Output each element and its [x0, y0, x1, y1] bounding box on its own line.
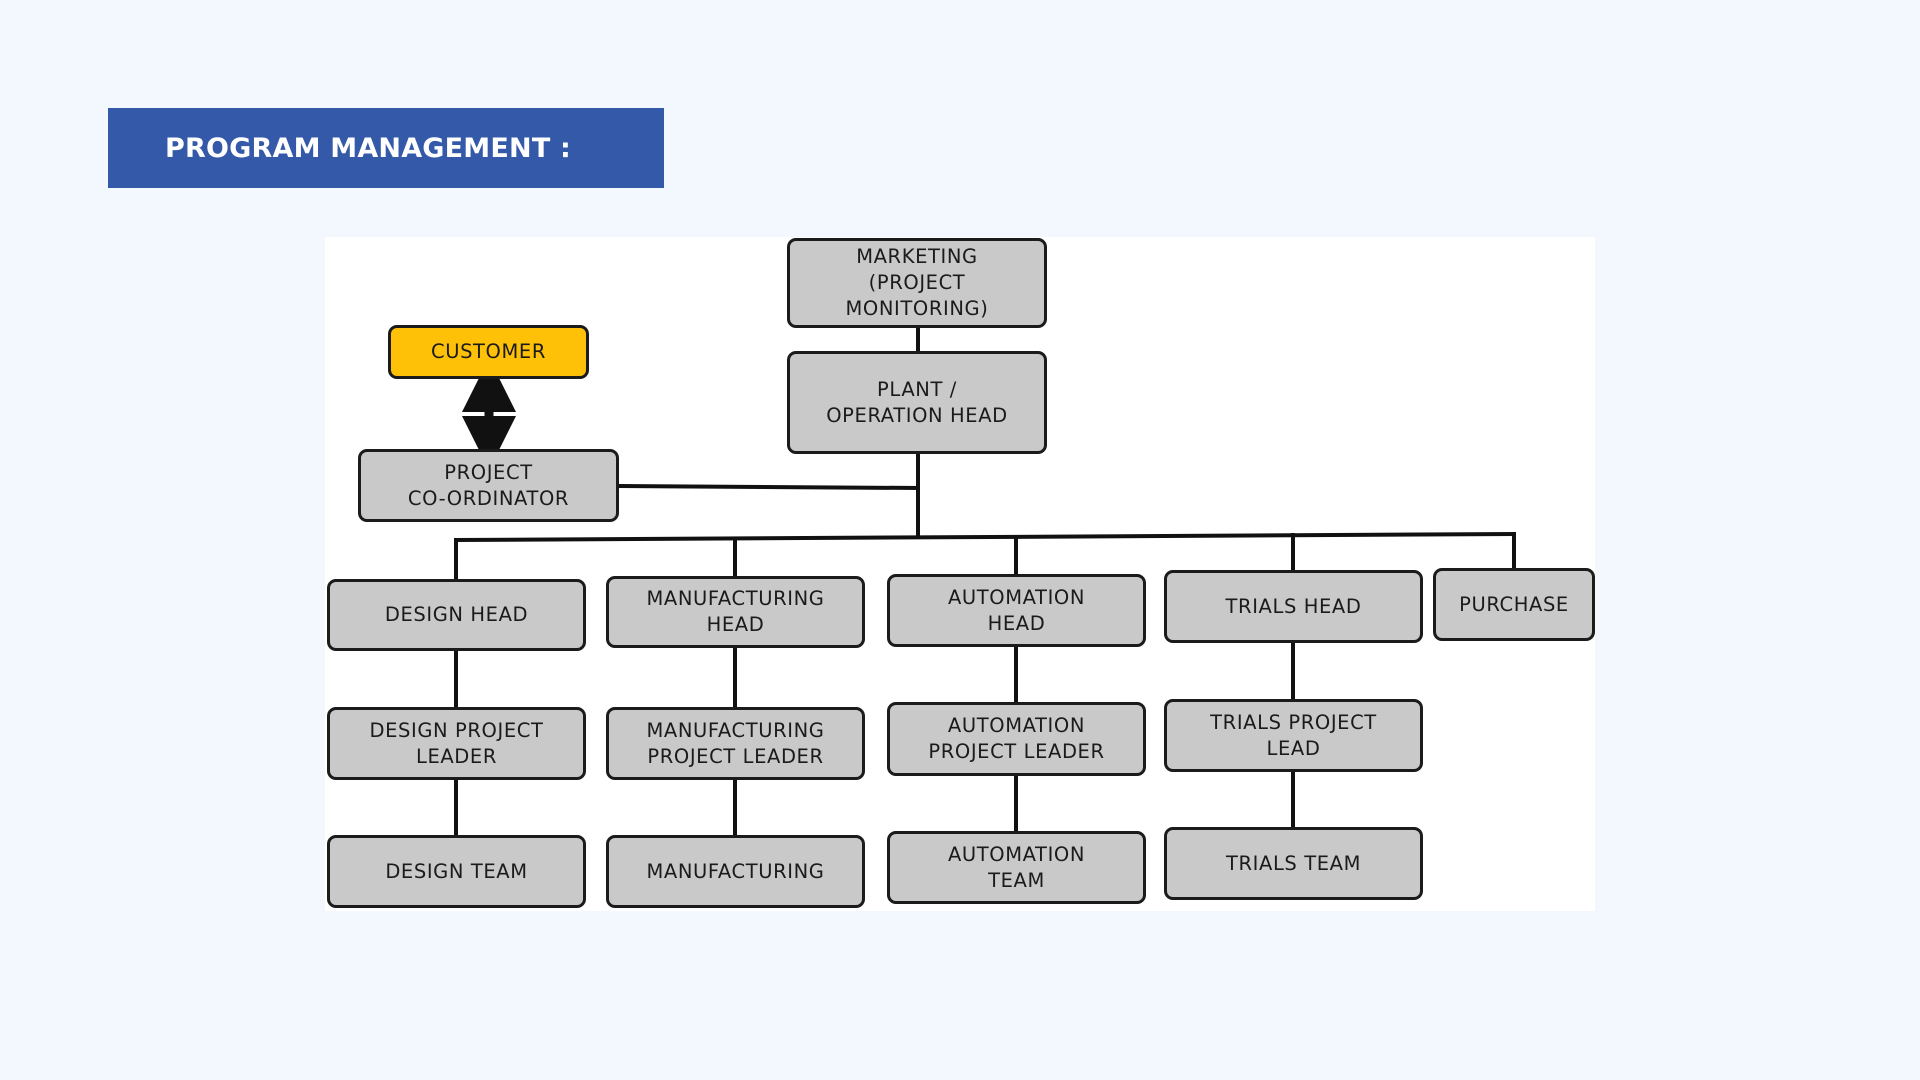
- connector-bus: [453, 531, 1517, 543]
- node-automation-head-label: AUTOMATION HEAD: [947, 585, 1086, 635]
- org-chart-connectors: [453, 325, 1517, 837]
- page-title: PROGRAM MANAGEMENT :: [165, 132, 572, 164]
- node-design-head: DESIGN HEAD: [327, 579, 586, 651]
- node-marketing-label: MARKETING (PROJECT MONITORING): [845, 245, 989, 320]
- node-purchase-label: PURCHASE: [1459, 592, 1569, 616]
- node-project-coordinator-label: PROJECT CO-ORDINATOR: [407, 460, 570, 510]
- node-trials-project-lead-label: TRIALS PROJECT LEAD: [1210, 710, 1377, 760]
- node-trials-head: TRIALS HEAD: [1164, 570, 1423, 643]
- node-automation-head: AUTOMATION HEAD: [887, 574, 1146, 647]
- node-trials-head-label: TRIALS HEAD: [1225, 594, 1362, 618]
- node-design-project-leader: DESIGN PROJECT LEADER: [327, 707, 586, 780]
- node-manufacturing-project-leader: MANUFACTURING PROJECT LEADER: [606, 707, 865, 780]
- node-automation-project-leader: AUTOMATION PROJECT LEADER: [887, 702, 1146, 776]
- node-trials-team-label: TRIALS TEAM: [1226, 851, 1361, 875]
- node-design-head-label: DESIGN HEAD: [384, 603, 529, 626]
- org-chart: MARKETING (PROJECT MONITORING) PLANT / O…: [325, 237, 1595, 911]
- node-trials-project-lead: TRIALS PROJECT LEAD: [1164, 699, 1423, 772]
- node-purchase: PURCHASE: [1433, 568, 1595, 641]
- node-design-project-leader-label: DESIGN PROJECT LEADER: [369, 718, 544, 768]
- section-title-bar: PROGRAM MANAGEMENT :: [108, 108, 664, 188]
- node-plant-head-label: PLANT / OPERATION HEAD: [826, 377, 1008, 427]
- node-manufacturing-team-label: MANUFACTURING: [646, 859, 825, 883]
- node-manufacturing-project-leader-label: MANUFACTURING PROJECT LEADER: [646, 718, 825, 768]
- node-trials-team: TRIALS TEAM: [1164, 827, 1423, 900]
- node-automation-team-label: AUTOMATION TEAM: [947, 842, 1086, 892]
- node-design-team-label: DESIGN TEAM: [385, 859, 528, 883]
- node-marketing: MARKETING (PROJECT MONITORING): [787, 238, 1047, 328]
- node-manufacturing-head-label: MANUFACTURING HEAD: [646, 587, 825, 636]
- node-customer-label: CUSTOMER: [430, 340, 547, 363]
- node-automation-project-leader-label: AUTOMATION PROJECT LEADER: [928, 714, 1105, 763]
- node-customer: CUSTOMER: [388, 325, 589, 379]
- node-project-coordinator: PROJECT CO-ORDINATOR: [358, 449, 619, 522]
- node-plant-head: PLANT / OPERATION HEAD: [787, 351, 1047, 454]
- connector-coordinator-trunk: [616, 483, 921, 491]
- node-automation-team: AUTOMATION TEAM: [887, 831, 1146, 904]
- node-manufacturing-team: MANUFACTURING: [606, 835, 865, 908]
- node-manufacturing-head: MANUFACTURING HEAD: [606, 576, 865, 648]
- node-design-team: DESIGN TEAM: [327, 835, 586, 908]
